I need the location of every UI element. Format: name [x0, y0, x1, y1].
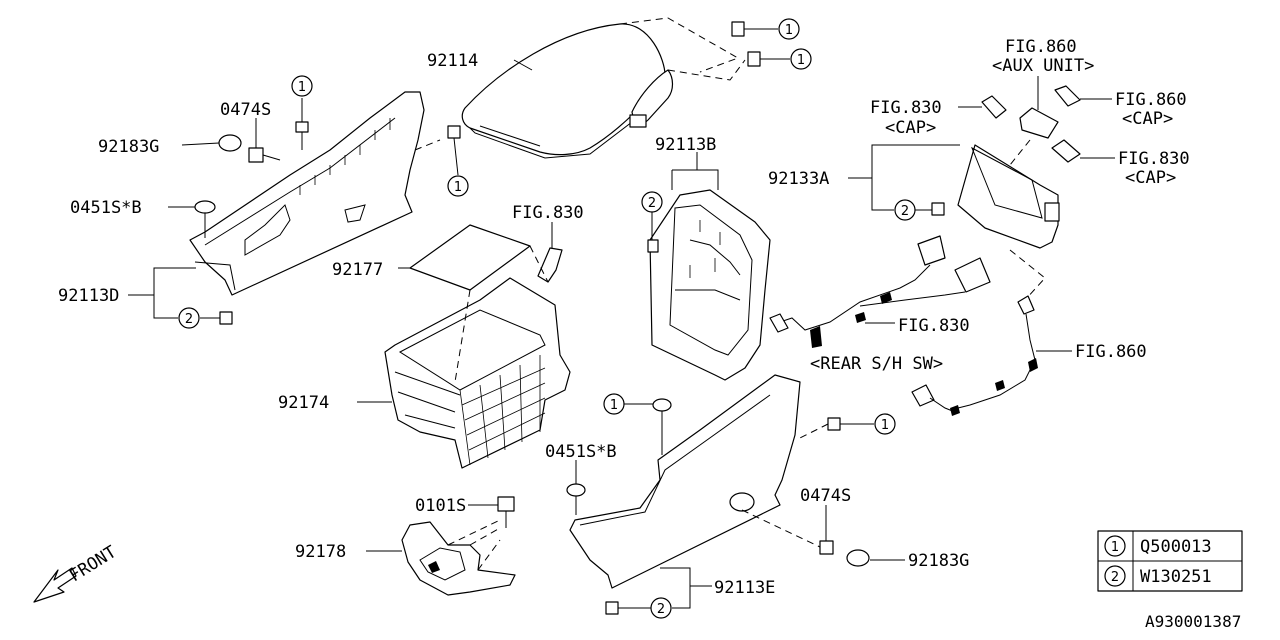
label-fig830-box: FIG.830 — [512, 203, 584, 223]
svg-text:1: 1 — [881, 418, 889, 433]
svg-text:Q500013: Q500013 — [1140, 537, 1212, 557]
label-fig860-harness: FIG.860 — [1075, 342, 1147, 362]
label-0474S-right: 0474S — [800, 486, 851, 506]
parts-legend-table: 1 Q500013 2 W130251 — [1097, 530, 1243, 592]
label-0474S-left: 0474S — [220, 100, 271, 120]
callout-1-panel-top[interactable]: 1 — [291, 75, 313, 97]
callout-1-panel-right[interactable]: 1 — [447, 175, 469, 197]
cap-fig860[interactable] — [1054, 85, 1081, 107]
label-cap-3: <CAP> — [1125, 168, 1176, 188]
label-fig830-harness: FIG.830 — [898, 316, 970, 336]
side-panel-92113E[interactable] — [569, 374, 801, 589]
svg-text:1: 1 — [1111, 540, 1119, 555]
svg-text:2: 2 — [1111, 570, 1119, 585]
svg-text:2: 2 — [185, 312, 193, 327]
label-92113B: 92113B — [655, 135, 716, 155]
screw-92113D-right[interactable] — [447, 125, 461, 176]
svg-text:2: 2 — [901, 204, 909, 219]
svg-text:1: 1 — [454, 180, 462, 195]
label-92183G-right: 92183G — [908, 551, 969, 571]
aux-panel-92133A[interactable] — [957, 139, 1060, 249]
screw-lower-panel-right[interactable] — [799, 417, 874, 439]
label-92114: 92114 — [427, 51, 478, 71]
label-92113E: 92113E — [714, 578, 775, 598]
callout-1-lower-right[interactable]: 1 — [874, 413, 896, 435]
callout-1-lid-top[interactable]: 1 — [778, 18, 800, 40]
clip-screw-lid-top[interactable] — [731, 21, 778, 37]
console-frame-92113B[interactable] — [649, 189, 771, 381]
label-fig860-aux: FIG.860 — [1005, 37, 1077, 57]
clip-92133A[interactable] — [915, 202, 945, 216]
bolt-0474S-left[interactable] — [248, 118, 281, 163]
callout-2-lower[interactable]: 2 — [650, 597, 672, 619]
armrest-lid-92114[interactable] — [461, 17, 746, 159]
front-direction-arrow: FRONT — [33, 542, 120, 603]
svg-text:2: 2 — [657, 602, 665, 617]
cap-fig830-right[interactable] — [1051, 139, 1081, 163]
aux-unit-fig860[interactable] — [1019, 107, 1059, 139]
label-92178: 92178 — [295, 542, 346, 562]
clip-92113D[interactable] — [200, 311, 233, 325]
screw-0451SB-lower[interactable] — [566, 460, 586, 515]
svg-text:1: 1 — [797, 53, 805, 68]
svg-text:W130251: W130251 — [1140, 567, 1212, 587]
callout-2-frame[interactable]: 2 — [641, 191, 663, 213]
label-0101S: 0101S — [415, 496, 466, 516]
harness-fig860[interactable] — [911, 249, 1046, 416]
label-92174: 92174 — [278, 393, 329, 413]
label-aux-unit: <AUX UNIT> — [992, 56, 1094, 76]
harness-rear-sh-sw[interactable] — [769, 235, 991, 348]
label-fig860-cap: FIG.860 — [1115, 90, 1187, 110]
label-fig830-cap2: FIG.830 — [1118, 149, 1190, 169]
svg-text:FRONT: FRONT — [66, 542, 120, 586]
screw-lower-panel-top[interactable] — [624, 398, 672, 455]
label-92177: 92177 — [332, 260, 383, 280]
label-92113D: 92113D — [58, 286, 119, 306]
cap-fig830-left[interactable] — [981, 95, 1007, 119]
label-0451SB-left: 0451S*B — [70, 198, 142, 218]
side-panel-92113D[interactable] — [189, 91, 425, 296]
svg-text:1: 1 — [298, 80, 306, 95]
svg-text:1: 1 — [610, 398, 618, 413]
callout-2-panel-left[interactable]: 2 — [178, 307, 200, 329]
label-92183G-left: 92183G — [98, 137, 159, 157]
clip-92113E[interactable] — [605, 601, 651, 615]
grommet-92183G-right[interactable] — [846, 549, 870, 567]
svg-text:1: 1 — [785, 23, 793, 38]
clip-92113B[interactable] — [647, 212, 659, 253]
bolt-0101S[interactable] — [468, 496, 515, 528]
screw-92113D-top[interactable] — [295, 98, 309, 150]
legend-row-2: 2 W130251 — [1104, 565, 1212, 587]
document-number: A930001387 — [1145, 612, 1241, 631]
storage-box-92174[interactable] — [384, 277, 571, 469]
callout-1-lower-top[interactable]: 1 — [603, 393, 625, 415]
grommet-92183G-left[interactable] — [218, 134, 242, 152]
bolt-0474S-right[interactable] — [741, 505, 834, 555]
bracket-92178[interactable] — [401, 519, 516, 596]
connector-fig830-box[interactable] — [529, 245, 563, 283]
callout-1-lid-right[interactable]: 1 — [790, 48, 812, 70]
clip-screw-lid-right[interactable] — [747, 51, 790, 67]
label-rear-sh-sw: <REAR S/H SW> — [810, 354, 943, 374]
callout-2-aux[interactable]: 2 — [894, 199, 916, 221]
label-fig830-cap: FIG.830 — [870, 98, 942, 118]
legend-row-1: 1 Q500013 — [1104, 535, 1212, 557]
label-92133A: 92133A — [768, 169, 829, 189]
svg-text:2: 2 — [648, 196, 656, 211]
label-cap-1: <CAP> — [885, 118, 936, 138]
label-0451SB-lower: 0451S*B — [545, 442, 617, 462]
label-cap-2: <CAP> — [1122, 109, 1173, 129]
